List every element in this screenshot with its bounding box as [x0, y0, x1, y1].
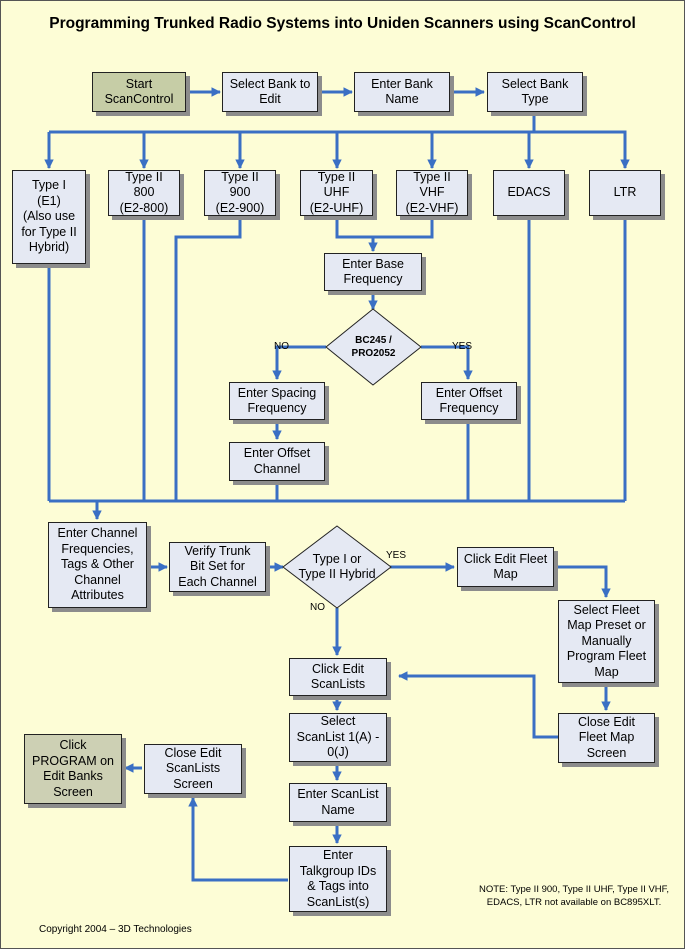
decision-type-label: Type I or Type II Hybrid	[298, 551, 376, 582]
step-select-scanlist: Select ScanList 1(A) - 0(J)	[289, 713, 387, 762]
step-type2-900: Type II 900 (E2-900)	[204, 170, 276, 216]
step-enter-offset-channel: Enter Offset Channel	[229, 442, 325, 481]
step-enter-talkgroups: Enter Talkgroup IDs & Tags into ScanList…	[289, 846, 387, 912]
step-edacs: EDACS	[493, 170, 565, 216]
arrow-talkgroups-to-close	[188, 797, 288, 882]
step-ltr: LTR	[589, 170, 661, 216]
step-enter-scanlist-name: Enter ScanList Name	[289, 783, 387, 822]
bus-bank-type	[49, 111, 536, 168]
label-yes-type: YES	[386, 550, 407, 561]
step-click-edit-fleet-map: Click Edit Fleet Map	[457, 547, 554, 587]
step-enter-offset-frequency: Enter Offset Frequency	[421, 382, 517, 420]
step-click-program: Click PROGRAM on Edit Banks Screen	[24, 734, 122, 804]
label-yes-model: YES	[452, 341, 473, 352]
uhf-vhf-join	[335, 216, 434, 239]
step-start: Start ScanControl	[92, 72, 186, 112]
decision-model-label: BC245 / PRO2052	[351, 335, 396, 359]
step-type1: Type I (E1) (Also use for Type II Hybrid…	[12, 170, 86, 264]
arrow-close-fleet-to-scanlists	[398, 671, 559, 739]
page-title: Programming Trunked Radio Systems into U…	[49, 15, 636, 32]
step-close-fleet-map: Close Edit Fleet Map Screen	[558, 713, 655, 763]
decision-model-diamond	[325, 308, 422, 386]
label-no-type: NO	[310, 602, 325, 613]
step-close-scanlists: Close Edit ScanLists Screen	[144, 744, 242, 794]
step-enter-spacing-frequency: Enter Spacing Frequency	[229, 382, 325, 420]
arrow-yes-to-offset-freq	[421, 345, 473, 380]
copyright-text: Copyright 2004 – 3D Technologies	[39, 924, 192, 935]
arrow-no-to-spacing	[272, 345, 326, 380]
step-select-bank-type: Select Bank Type	[487, 72, 583, 112]
step-verify-trunk-bit: Verify Trunk Bit Set for Each Channel	[169, 542, 266, 592]
step-enter-bank-name: Enter Bank Name	[354, 72, 450, 112]
note-text: NOTE: Type II 900, Type II UHF, Type II …	[478, 884, 670, 908]
step-click-edit-scanlists: Click Edit ScanLists	[289, 658, 387, 696]
step-enter-channel-frequencies: Enter Channel Frequencies, Tags & Other …	[48, 522, 147, 608]
step-type2-800: Type II 800 (E2-800)	[108, 170, 180, 216]
step-type2-vhf: Type II VHF (E2-VHF)	[396, 170, 468, 216]
step-select-fleet-map: Select Fleet Map Preset or Manually Prog…	[558, 600, 655, 683]
line-900-down	[174, 216, 242, 501]
step-type2-uhf: Type II UHF (E2-UHF)	[300, 170, 373, 216]
step-select-bank: Select Bank to Edit	[222, 72, 318, 112]
decision-type-diamond	[282, 525, 392, 609]
step-enter-base-frequency: Enter Base Frequency	[324, 253, 422, 291]
bus-to-ltr	[534, 130, 630, 169]
label-no-model: NO	[274, 341, 289, 352]
arrow-fleet-to-select-fleet	[551, 565, 611, 598]
